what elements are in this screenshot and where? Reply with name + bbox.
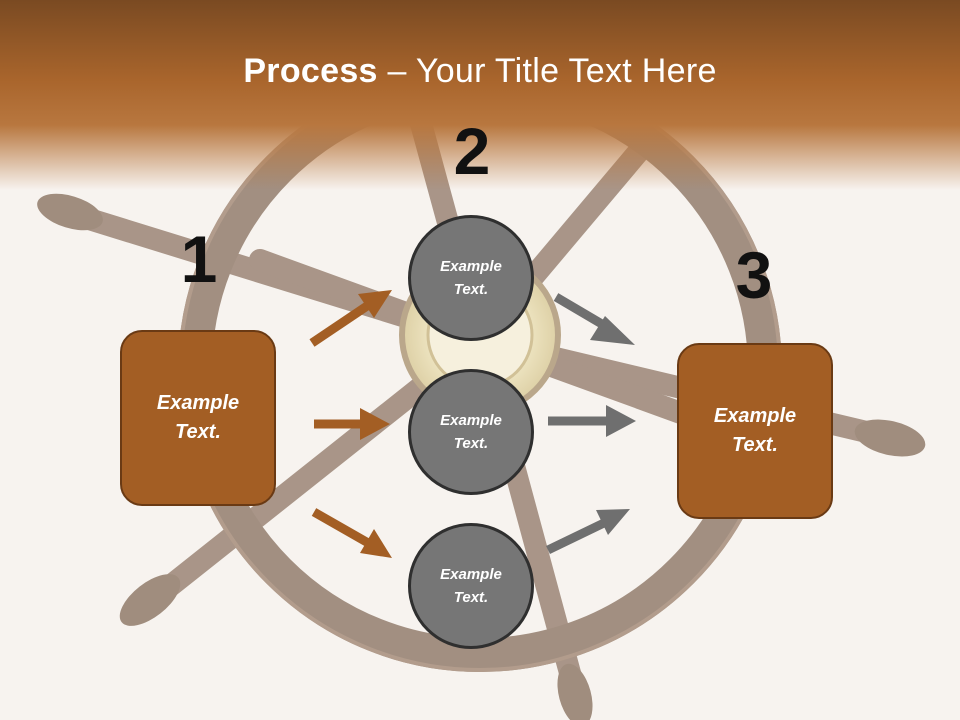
middle-circle-center[interactable]: Example Text. — [408, 369, 534, 495]
right-step-box[interactable]: Example Text. — [677, 343, 833, 519]
circle-center-text: Example Text. — [440, 412, 502, 452]
step-number-1: 1 — [180, 222, 218, 296]
left-box-text: Example Text. — [156, 392, 240, 443]
circle-bottom-text: Example Text. — [440, 566, 502, 606]
circle-top-text: Example Text. — [440, 258, 502, 298]
title-bold: Process — [243, 52, 378, 90]
right-box-text: Example Text. — [713, 405, 797, 456]
header-band — [0, 0, 960, 190]
middle-circle-top[interactable]: Example Text. — [408, 215, 534, 341]
middle-circle-bottom[interactable]: Example Text. — [408, 523, 534, 649]
slide-title[interactable]: Process – Your Title Text Here — [0, 52, 960, 91]
step-number-3: 3 — [735, 238, 773, 312]
title-rest: – Your Title Text Here — [377, 52, 717, 90]
step-number-2: 2 — [453, 114, 491, 188]
left-step-box[interactable]: Example Text. — [120, 330, 276, 506]
